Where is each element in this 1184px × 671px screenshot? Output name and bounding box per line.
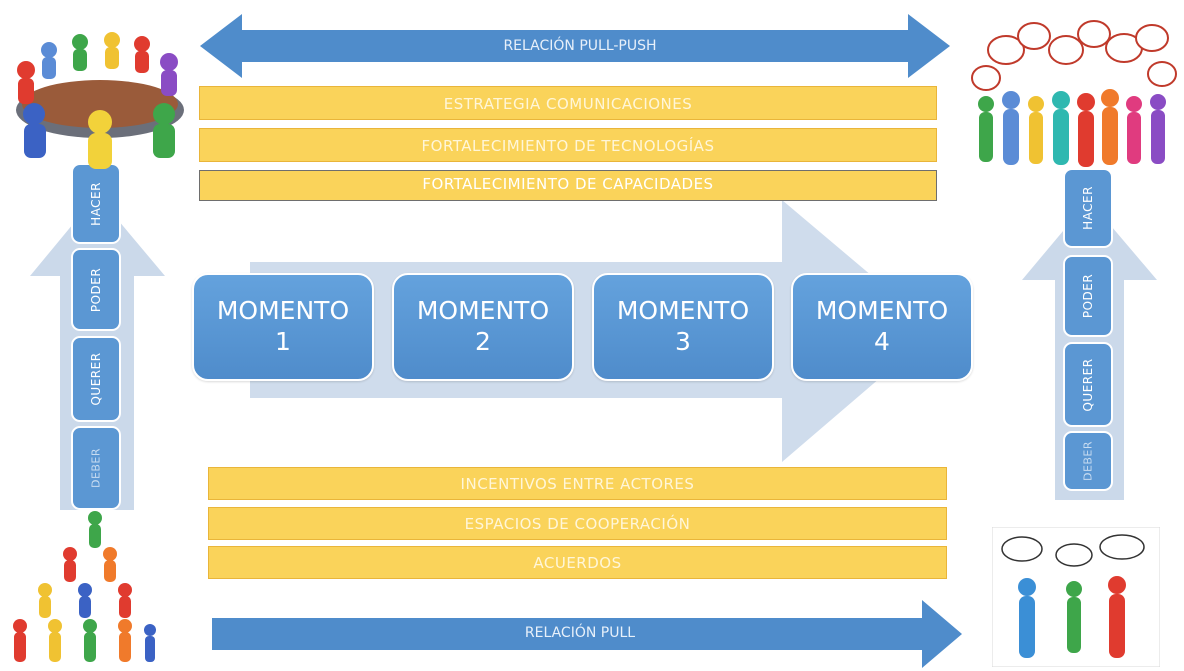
crowd-speech-bubbles-icon (971, 20, 1177, 167)
pull-push-label: RELACIÓN PULL-PUSH (503, 38, 657, 54)
right-stack-hacer[interactable]: HACER (1063, 168, 1113, 248)
moment-box-3[interactable]: MOMENTO 3 (592, 273, 774, 381)
moment-title: MOMENTO (815, 296, 949, 325)
bar-technology-strengthening: FORTALECIMIENTO DE TECNOLOGÍAS (199, 128, 937, 162)
right-stack-poder[interactable]: PODER (1063, 255, 1113, 337)
right-stack-deber[interactable]: DEBER (1063, 431, 1113, 491)
left-stack-poder[interactable]: PODER (71, 248, 121, 331)
moment-number: 2 (475, 327, 491, 356)
pull-arrow (212, 600, 962, 668)
moment-title: MOMENTO (416, 296, 550, 325)
moment-box-1[interactable]: MOMENTO 1 (192, 273, 374, 381)
right-stack-querer[interactable]: QUERER (1063, 342, 1113, 427)
pull-label: RELACIÓN PULL (524, 625, 636, 641)
moment-number: 3 (675, 327, 691, 356)
pull-push-double-arrow (200, 14, 950, 78)
moment-title: MOMENTO (616, 296, 750, 325)
moment-box-4[interactable]: MOMENTO 4 (791, 273, 973, 381)
bar-incentives: INCENTIVOS ENTRE ACTORES (208, 467, 947, 500)
bar-agreements: ACUERDOS (208, 546, 947, 579)
meeting-table-icon (16, 32, 184, 169)
moment-number: 4 (874, 327, 890, 356)
human-pyramid-icon (13, 511, 156, 662)
left-stack-querer[interactable]: QUERER (71, 336, 121, 422)
bar-capacity-strengthening: FORTALECIMIENTO DE CAPACIDADES (199, 170, 937, 201)
bar-strategy-communications: ESTRATEGIA COMUNICACIONES (199, 86, 937, 120)
moment-number: 1 (275, 327, 291, 356)
moment-box-2[interactable]: MOMENTO 2 (392, 273, 574, 381)
three-people-speech-icon (992, 527, 1160, 667)
moment-title: MOMENTO (216, 296, 350, 325)
left-stack-hacer[interactable]: HACER (71, 163, 121, 244)
bar-cooperation-spaces: ESPACIOS DE COOPERACIÓN (208, 507, 947, 540)
left-stack-deber[interactable]: DEBER (71, 426, 121, 510)
